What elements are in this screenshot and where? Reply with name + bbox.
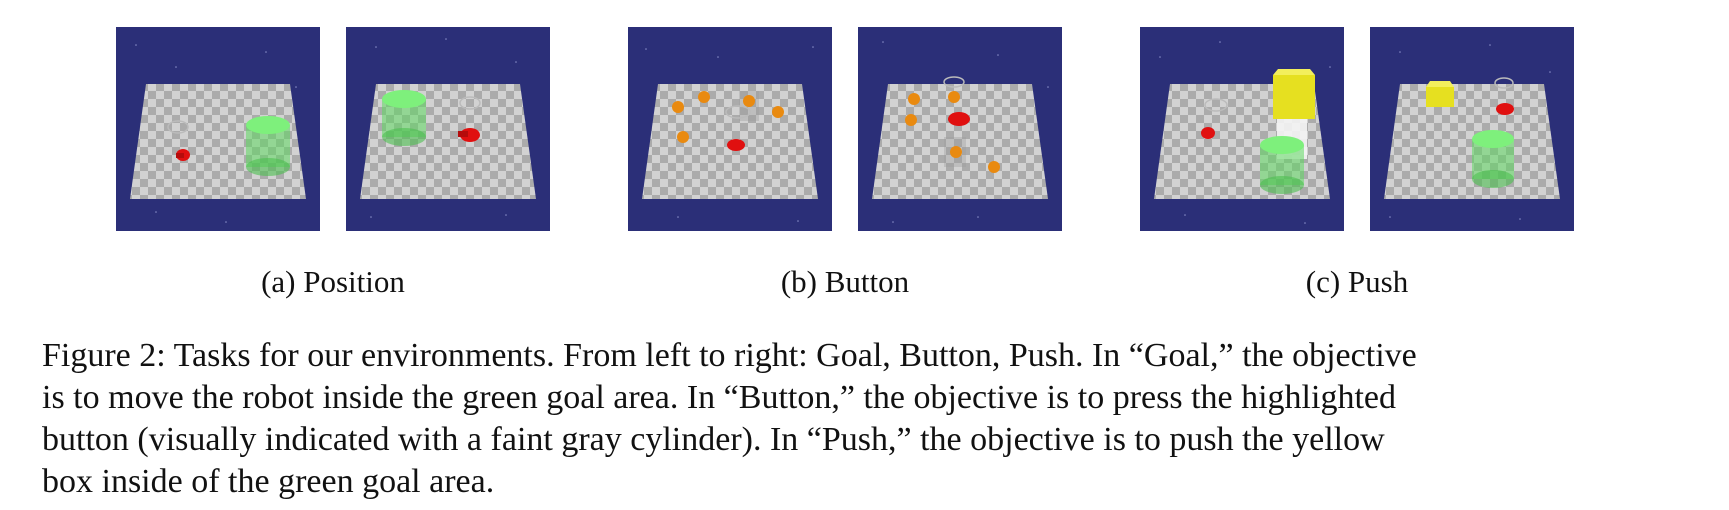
caption-line: box inside of the green goal area. bbox=[42, 463, 495, 500]
figure-panel-position-2 bbox=[346, 27, 550, 231]
subfigure-label-position: (a) Position bbox=[261, 264, 405, 299]
figure-panel-push-2 bbox=[1370, 27, 1574, 231]
caption-line: is to move the robot inside the green go… bbox=[42, 379, 1396, 416]
subfigure-label-button: (b) Button bbox=[780, 264, 910, 299]
subfigure-label-push: (c) Push bbox=[1305, 264, 1409, 299]
figure-panel-button-2 bbox=[858, 27, 1062, 231]
figure-panel-position-1 bbox=[116, 27, 320, 231]
figure-panel-button-1 bbox=[628, 27, 832, 231]
caption-line: button (visually indicated with a faint … bbox=[42, 421, 1385, 458]
caption-line: Figure 2: Tasks for our environments. Fr… bbox=[42, 337, 1417, 374]
figure-caption: Figure 2: Tasks for our environments. Fr… bbox=[42, 335, 1702, 503]
figure-panel-push-1 bbox=[1140, 27, 1344, 231]
